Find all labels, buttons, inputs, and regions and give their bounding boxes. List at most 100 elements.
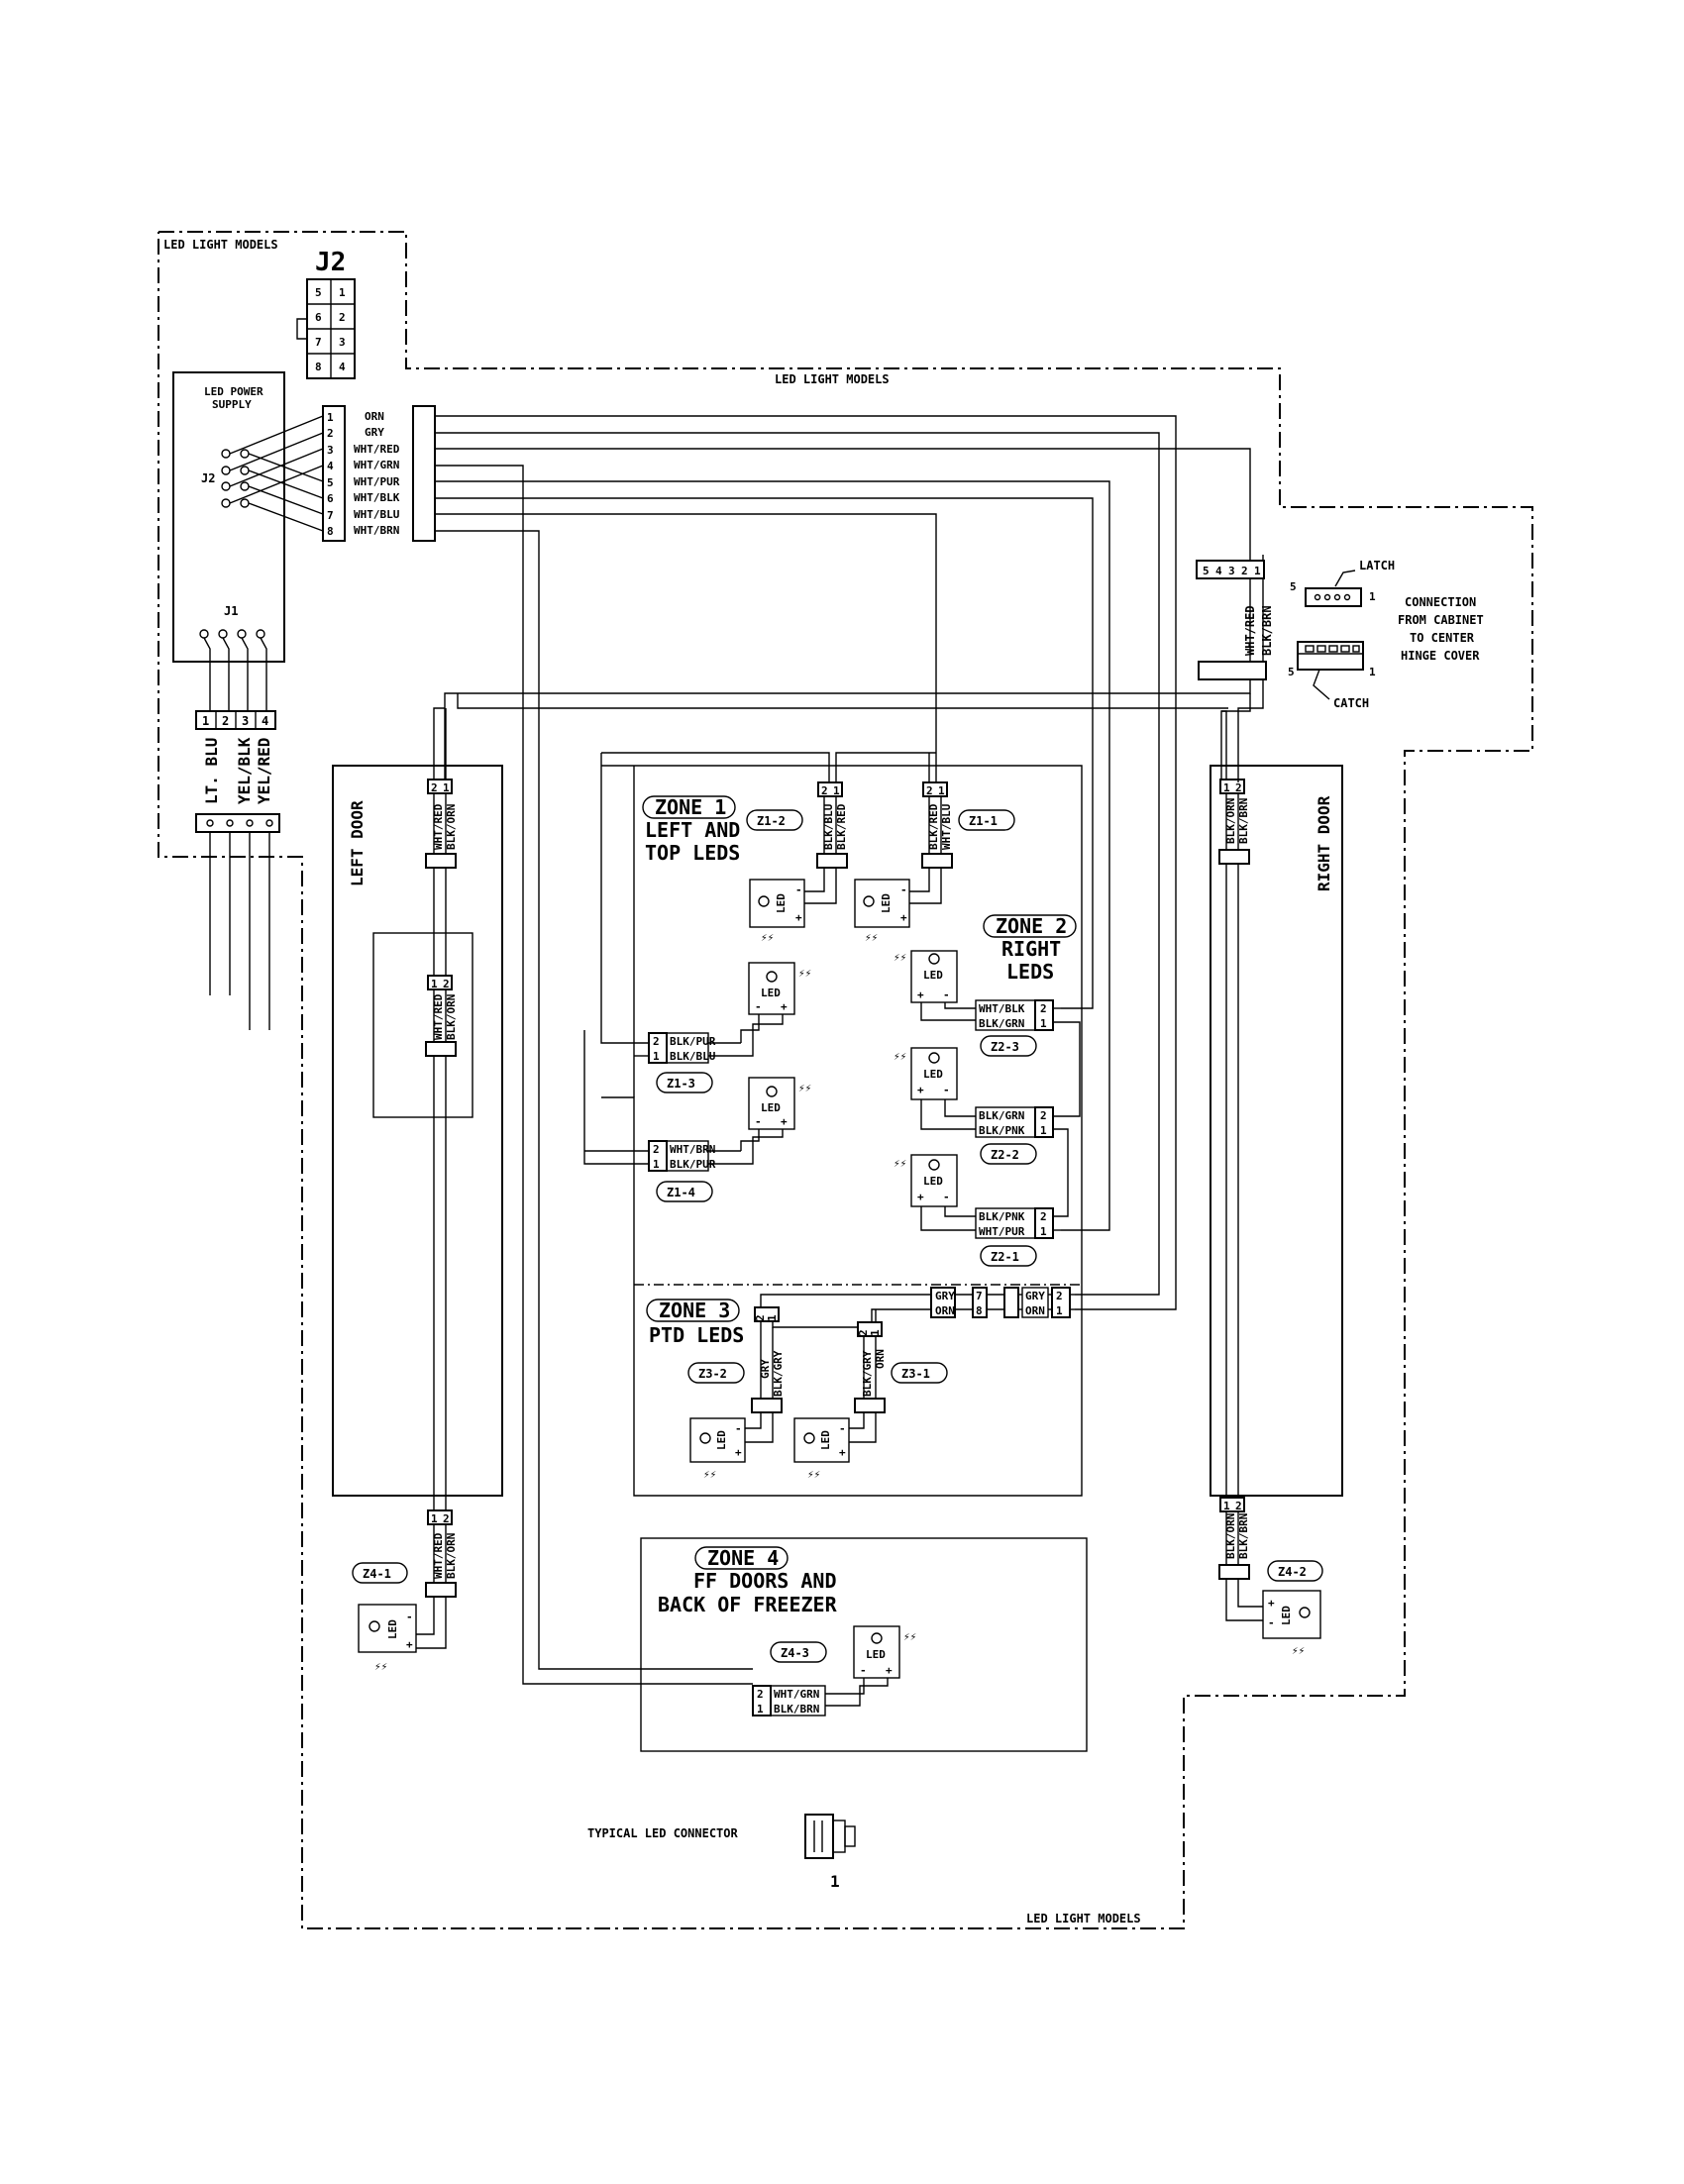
z2-1-assembly: LED + - ⚡⚡ BLK/PNK WHT/PUR 2 1 Z2-1	[894, 1154, 1061, 1267]
z4-3-pin: 1	[757, 1703, 764, 1716]
z2-2-assembly: LED + - ⚡⚡ BLK/GRN BLK/PNK 2 1 Z2-2	[894, 1047, 1069, 1217]
latch-pin-label: 1	[1369, 590, 1376, 603]
zone-1-badge: ZONE 1	[655, 795, 726, 819]
power-supply-j2-label: J2	[201, 471, 215, 485]
left-door-wire: BLK/ORN	[445, 994, 458, 1040]
main-connector-wire: WHT/BRN	[354, 524, 399, 537]
z2-2-pin: 1	[1040, 1124, 1047, 1137]
latch-catch: 5 1 LATCH 5 1 CATCH CONNECTION FROM CABI…	[1288, 559, 1484, 710]
light-rays-icon: ⚡⚡	[798, 1082, 811, 1094]
z2-3-pin: 2	[1040, 1002, 1047, 1015]
z1-3-assembly: LED - + ⚡⚡ 2 1 BLK/PUR BLK/BLU Z1-3	[634, 962, 811, 1093]
main-harness-wires	[435, 415, 1251, 1685]
main-connector-pin: 5	[327, 476, 334, 489]
z4-1-tag: Z4-1	[363, 1567, 391, 1581]
j2-pin: 7	[315, 336, 322, 349]
main-connector-pin: 2	[327, 427, 334, 440]
z3-2-pin: 1	[766, 1314, 779, 1321]
z2-2-led-text: LED	[923, 1068, 943, 1081]
z3-1-pin: 2	[857, 1329, 870, 1336]
z1-4-pin: 2	[653, 1143, 660, 1156]
z1-1-assembly: 2 1 BLK/RED WHT/BLU LED - + ⚡⚡ Z1-1	[854, 753, 1015, 944]
hinge-connector: 5 4 3 2 1 WHT/RED BLK/BRN	[444, 555, 1274, 782]
j2-pin: 5	[315, 286, 322, 299]
z1-3-wire: BLK/PUR	[670, 1035, 716, 1048]
main-connector-pin: 6	[327, 492, 334, 505]
z4-3-wire: WHT/GRN	[774, 1688, 819, 1701]
z4-2-pin: 1	[1223, 1500, 1230, 1512]
z2-1-plus: +	[917, 1191, 924, 1203]
z2-1-wire: WHT/PUR	[979, 1225, 1025, 1238]
left-door-pin: 1	[431, 978, 438, 990]
j2-pin: 8	[315, 361, 322, 373]
z3-inline-wire: GRY	[935, 1290, 955, 1302]
z1-3-plus: +	[781, 1000, 788, 1013]
j1-pin: 1	[202, 714, 209, 728]
z2-1-led-text: LED	[923, 1175, 943, 1188]
typical-connector-label: TYPICAL LED CONNECTOR	[587, 1826, 738, 1840]
z2-3-wire: BLK/GRN	[979, 1017, 1024, 1030]
j2-pin: 4	[339, 361, 346, 373]
z4-3-minus: -	[860, 1664, 867, 1677]
z1-2-pin: 1	[833, 784, 840, 797]
main-connector-wire: ORN	[365, 410, 384, 423]
z3-1-pin: 1	[869, 1329, 882, 1336]
region-label-top-left: LED LIGHT MODELS	[163, 238, 278, 252]
z4-3-tag: Z4-3	[781, 1646, 809, 1660]
z3-inline-wire: GRY	[1025, 1290, 1045, 1302]
main-connector-wire: WHT/PUR	[354, 475, 400, 488]
z4-2-pin: 2	[1235, 1500, 1242, 1512]
zone-3-heading: ZONE 3 PTD LEDS	[646, 1299, 744, 1347]
latch-label: LATCH	[1359, 559, 1395, 572]
z2-3-wire: WHT/BLK	[979, 1002, 1025, 1015]
z3-1-minus: -	[839, 1422, 846, 1435]
z4-2-wire: BLK/ORN	[1224, 1513, 1237, 1559]
hinge-pin: 3	[1228, 565, 1235, 577]
hinge-pin: 4	[1215, 565, 1222, 577]
zone-2-heading: ZONE 2 RIGHT LEDS	[983, 914, 1077, 984]
z3-1-wire: ORN	[874, 1349, 887, 1369]
z2-3-led-text: LED	[923, 969, 943, 982]
zones-frame	[583, 752, 1083, 1497]
z4-2-wire: BLK/BRN	[1237, 1513, 1250, 1559]
z1-1-minus: -	[900, 884, 907, 896]
light-rays-icon: ⚡⚡	[894, 1157, 906, 1170]
z1-4-pin: 1	[653, 1158, 660, 1171]
z4-2-led-text: LED	[1280, 1606, 1293, 1625]
main-connector-pin: 4	[327, 460, 334, 472]
j1-pin: 4	[262, 714, 268, 728]
z2-2-wire: BLK/PNK	[979, 1124, 1025, 1137]
z4-3-pin: 2	[757, 1688, 764, 1701]
catch-pin-label: 1	[1369, 666, 1376, 678]
zone-3-badge: ZONE 3	[659, 1299, 730, 1322]
typical-led-connector: TYPICAL LED CONNECTOR 1	[587, 1814, 856, 1891]
z2-2-plus: +	[917, 1084, 924, 1096]
z4-1-pin: 1	[431, 1512, 438, 1525]
j1-wire-label: YEL/BLK	[235, 737, 254, 804]
zone-2-line-2: LEDS	[1006, 960, 1054, 984]
z3-1-tag: Z3-1	[901, 1367, 930, 1381]
light-rays-icon: ⚡⚡	[807, 1468, 820, 1481]
power-supply-title-2: SUPPLY	[212, 398, 252, 411]
z2-1-pin: 1	[1040, 1225, 1047, 1238]
zone-1-heading: ZONE 1 LEFT AND TOP LEDS	[642, 795, 740, 865]
z3-1-assembly: 2 1 BLK/GRY ORN LED - + ⚡⚡ Z3-1	[793, 1309, 948, 1481]
light-rays-icon: ⚡⚡	[761, 931, 774, 944]
z1-2-wire: BLK/RED	[835, 803, 848, 850]
z2-1-wire: BLK/PNK	[979, 1210, 1025, 1223]
hinge-pin: 1	[1254, 565, 1261, 577]
z1-4-tag: Z1-4	[667, 1186, 695, 1199]
zone-4-line-1: FF DOORS AND	[693, 1569, 837, 1593]
j1-wire-label: YEL/RED	[255, 738, 273, 804]
light-rays-icon: ⚡⚡	[374, 1660, 387, 1673]
right-door-wire: BLK/ORN	[1224, 798, 1237, 844]
z1-1-led-text: LED	[880, 893, 893, 913]
z1-2-plus: +	[795, 911, 802, 924]
hinge-pin: 2	[1241, 565, 1248, 577]
hinge-wire-label: BLK/BRN	[1260, 605, 1274, 656]
z2-3-minus: -	[943, 988, 950, 1001]
hinge-pin: 5	[1203, 565, 1210, 577]
z3-2-minus: -	[735, 1422, 742, 1435]
zone-4-badge: ZONE 4	[707, 1546, 779, 1570]
